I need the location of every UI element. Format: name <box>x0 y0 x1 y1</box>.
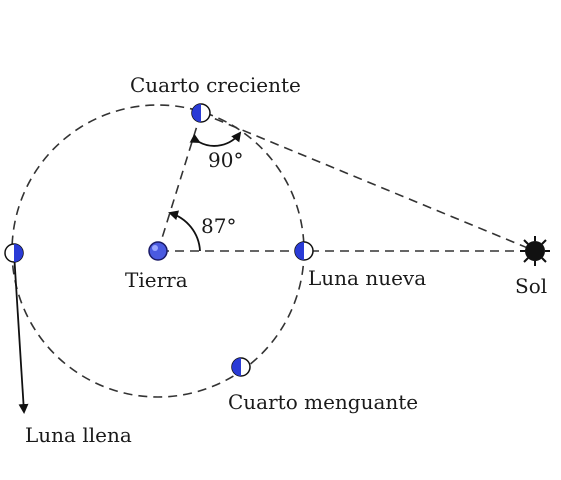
full-moon-motion-arrow <box>13 252 29 414</box>
first-quarter-sun-line <box>200 112 536 252</box>
first-quarter-label: Cuarto creciente <box>130 73 301 97</box>
earth-first-quarter-line <box>157 112 202 252</box>
earth-icon <box>148 241 168 261</box>
new-moon-label: Luna nueva <box>308 266 426 290</box>
angle-90-label: 90° <box>208 148 243 172</box>
angle-87-label: 87° <box>201 214 236 238</box>
third-quarter-moon-icon <box>231 357 251 377</box>
angle-87-arc <box>168 210 201 252</box>
third-quarter-label: Cuarto menguante <box>228 390 418 414</box>
first-quarter-moon-icon <box>191 103 211 123</box>
new-moon-icon <box>294 241 314 261</box>
sun-icon <box>520 236 550 266</box>
full-moon-icon <box>4 243 24 263</box>
sun-label: Sol <box>515 274 547 298</box>
full-moon-label: Luna llena <box>25 423 132 447</box>
angle-90-arc <box>189 131 242 147</box>
earth-label: Tierra <box>125 268 188 292</box>
